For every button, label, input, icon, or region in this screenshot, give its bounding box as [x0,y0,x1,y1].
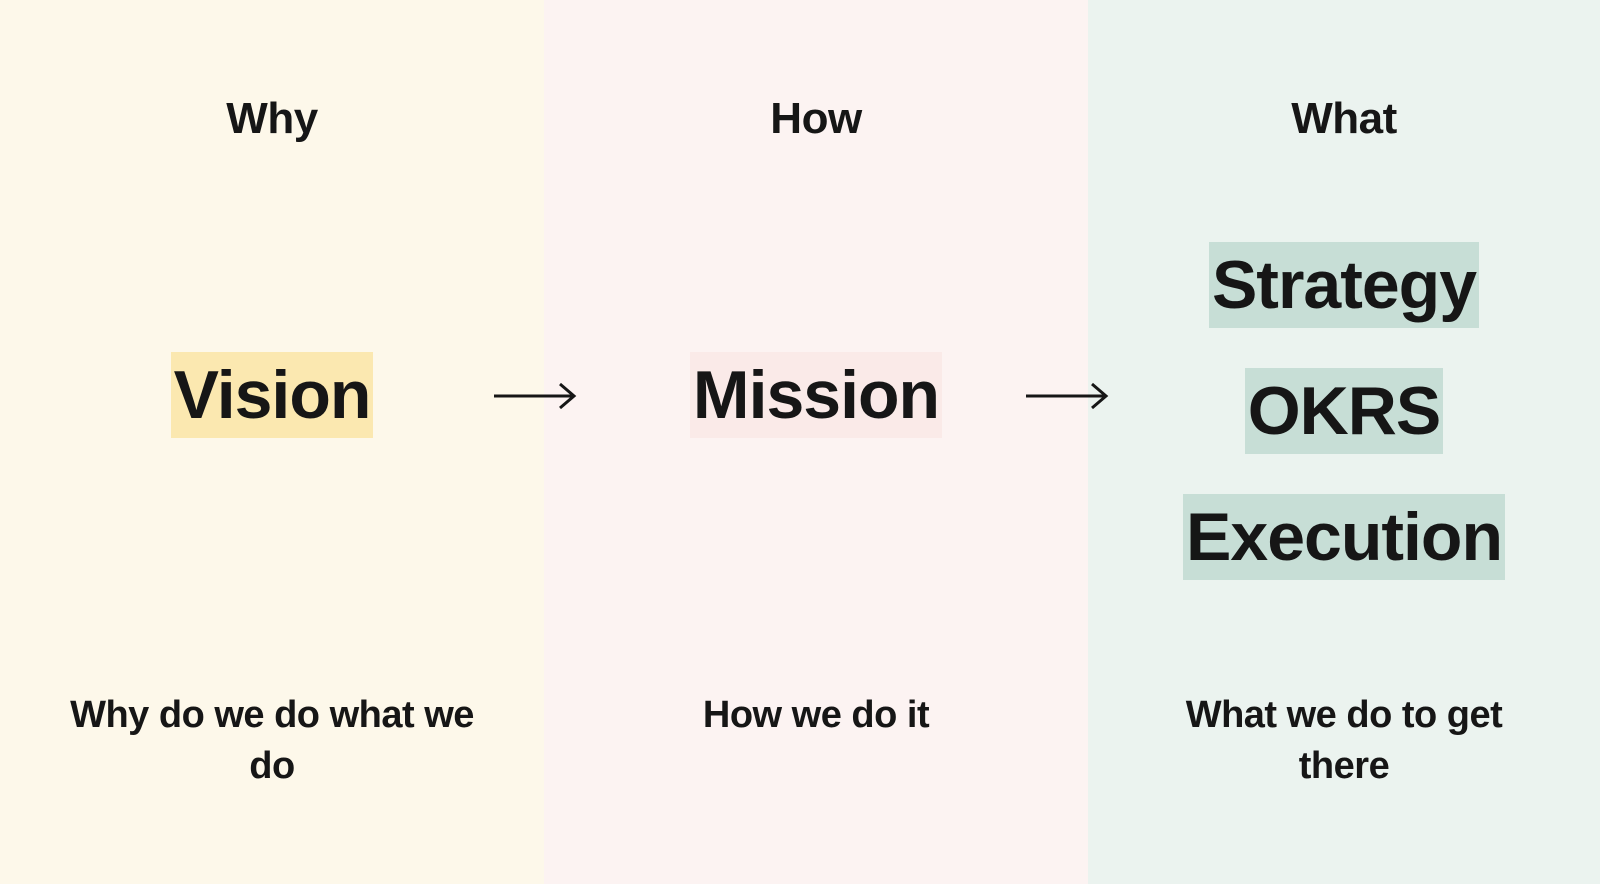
column-description-how: How we do it [702,694,930,736]
column-description-what: What we do to get there [1185,694,1503,787]
arrow-right-icon [1024,380,1110,412]
highlight-okrs: OKRS [1244,368,1444,454]
highlight-mission: Mission [689,352,943,438]
column-heading-what: What [1291,94,1397,143]
column-heading-how: How [770,94,862,143]
arrow-right-icon [492,380,578,412]
highlight-strategy: Strategy [1208,242,1480,328]
column-what: What Strategy OKRS Execution What we do … [1088,0,1600,884]
column-how: How Mission How we do it [544,0,1088,884]
column-items-how: Mission [544,352,1088,438]
column-why: Why Vision Why do we do what we do [0,0,544,884]
highlight-execution: Execution [1183,494,1505,580]
column-items-what: Strategy OKRS Execution [1088,242,1600,580]
column-heading-why: Why [226,94,318,143]
column-items-why: Vision [0,352,544,438]
highlight-vision: Vision [170,352,374,438]
column-description-why: Why do we do what we do [70,694,474,787]
